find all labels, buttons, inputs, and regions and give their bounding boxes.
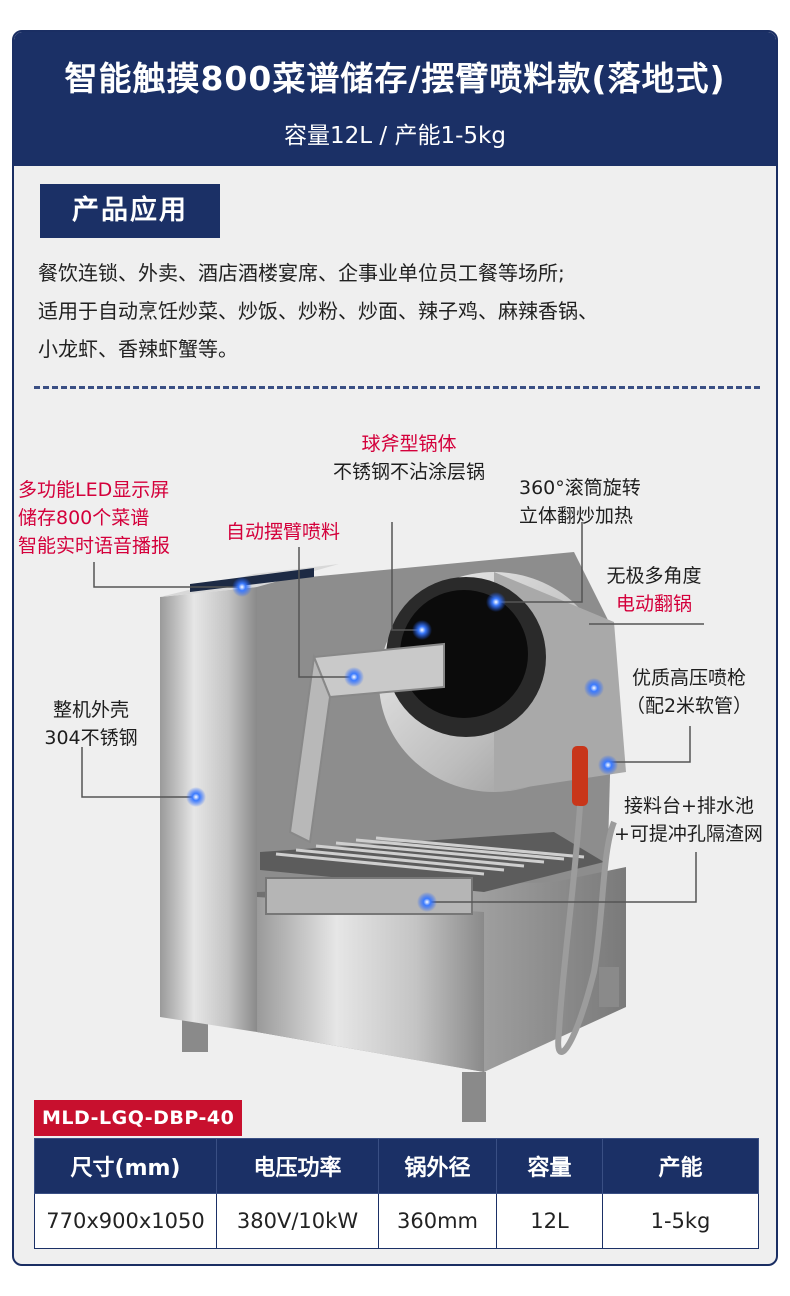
page-subtitle: 容量12L / 产能1-5kg [284, 123, 506, 149]
section-heading-application: 产品应用 [40, 184, 220, 238]
marker-tilt [584, 678, 604, 698]
spec-header: 尺寸(mm) [34, 1138, 217, 1194]
marker-tray [417, 892, 437, 912]
callout-line: 优质高压喷枪 [631, 667, 746, 689]
callout-line: 不锈钢不沾涂层锅 [332, 461, 485, 483]
marker-led [232, 577, 252, 597]
callout-line: 无极多角度 [606, 565, 702, 587]
callout-arm: 自动摆臂喷料 [226, 521, 341, 543]
product-card: 智能触摸800菜谱储存/摆臂喷料款(落地式) 容量12L / 产能1-5kg 产… [12, 30, 778, 1266]
callout-line: 304不锈钢 [44, 727, 138, 749]
marker-shell [186, 787, 206, 807]
spec-value-row: 770x900x1050 380V/10kW 360mm 12L 1-5kg [34, 1193, 759, 1249]
callout-pot: 球斧型锅体 不锈钢不沾涂层锅 [314, 430, 504, 486]
callout-line: +可提冲孔隔渣网 [614, 823, 763, 845]
spec-header-row: 尺寸(mm) 电压功率 锅外径 容量 产能 [34, 1138, 759, 1194]
spec-header: 锅外径 [378, 1138, 497, 1194]
callout-line: 储存800个菜谱 [18, 507, 150, 529]
callout-line: 360°滚筒旋转 [519, 477, 641, 499]
page-title: 智能触摸800菜谱储存/摆臂喷料款(落地式) [64, 59, 726, 98]
header-banner: 智能触摸800菜谱储存/摆臂喷料款(落地式) 容量12L / 产能1-5kg [14, 32, 776, 166]
spec-value: 770x900x1050 [34, 1193, 217, 1249]
spec-value: 1-5kg [602, 1193, 759, 1249]
application-line: 小龙虾、香辣虾蟹等。 [38, 337, 238, 361]
callout-line: 立体翻炒加热 [519, 505, 634, 527]
marker-gun [598, 755, 618, 775]
callout-drum: 360°滚筒旋转 立体翻炒加热 [519, 474, 641, 530]
application-line: 餐饮连锁、外卖、酒店酒楼宴席、企事业单位员工餐等场所; [38, 261, 565, 285]
marker-drum [486, 592, 506, 612]
callout-gun: 优质高压喷枪 （配2米软管） [614, 664, 764, 720]
callout-led: 多功能LED显示屏 储存800个菜谱 智能实时语音播报 [18, 476, 170, 560]
spec-header: 产能 [602, 1138, 759, 1194]
marker-arm [344, 667, 364, 687]
dashed-divider [34, 386, 760, 389]
application-description: 餐饮连锁、外卖、酒店酒楼宴席、企事业单位员工餐等场所; 适用于自动烹饪炒菜、炒饭… [38, 254, 758, 368]
model-badge: MLD-LGQ-DBP-40 [34, 1100, 243, 1136]
callout-line: 多功能LED显示屏 [18, 479, 170, 501]
spec-value: 360mm [378, 1193, 497, 1249]
callout-line: 电动翻锅 [615, 593, 692, 615]
application-line: 适用于自动烹饪炒菜、炒饭、炒粉、炒面、辣子鸡、麻辣香锅、 [38, 299, 598, 323]
spec-table: 尺寸(mm) 电压功率 锅外径 容量 产能 770x900x1050 380V/… [34, 1138, 759, 1249]
callout-line: 接料台+排水池 [624, 795, 754, 817]
callout-line: （配2米软管） [625, 695, 753, 717]
callout-tilt: 无极多角度 电动翻锅 [598, 562, 710, 618]
callout-tray: 接料台+排水池 +可提冲孔隔渣网 [614, 792, 763, 848]
spec-header: 容量 [496, 1138, 603, 1194]
marker-pot [412, 620, 432, 640]
callout-line: 整机外壳 [52, 699, 129, 721]
spec-header: 电压功率 [216, 1138, 379, 1194]
spec-value: 380V/10kW [216, 1193, 379, 1249]
spec-value: 12L [496, 1193, 603, 1249]
callout-shell: 整机外壳 304不锈钢 [36, 696, 146, 752]
callout-line: 智能实时语音播报 [18, 535, 171, 557]
callout-line: 球斧型锅体 [361, 433, 457, 455]
